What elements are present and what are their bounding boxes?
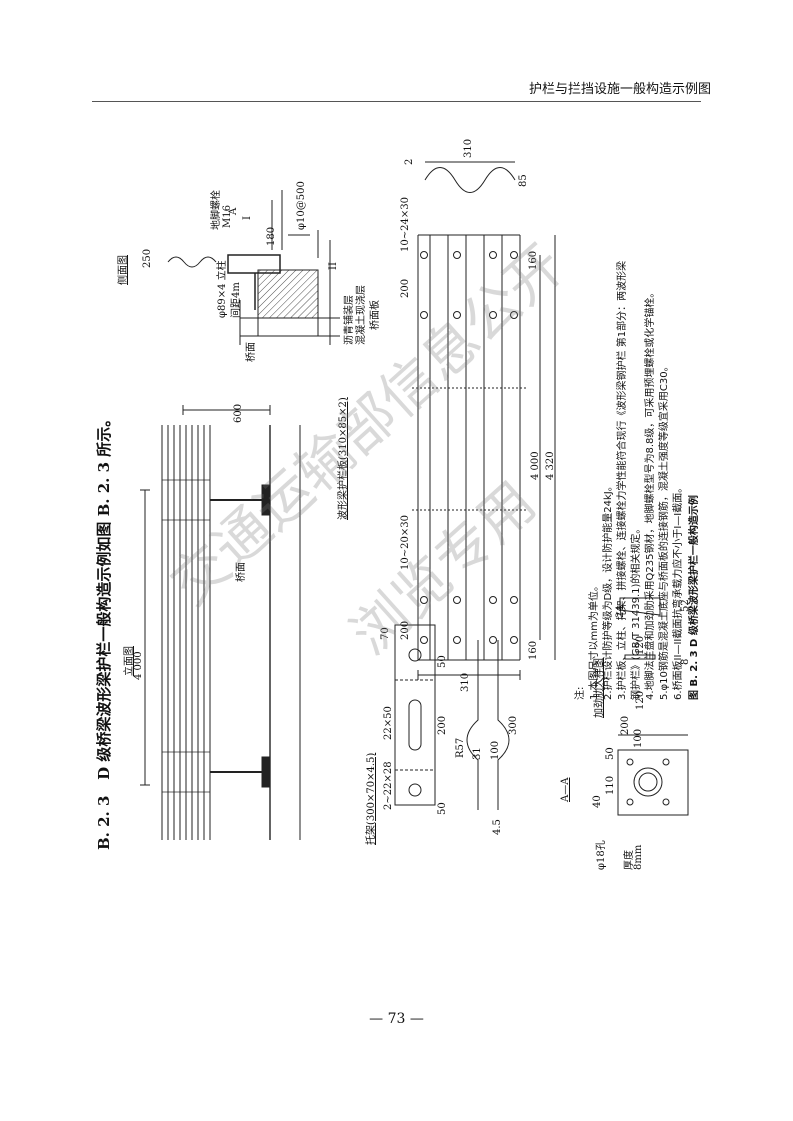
beam-thickness: 2 bbox=[404, 158, 415, 165]
beam-len1: 4 000 bbox=[530, 451, 541, 480]
beam-end-dim-top: 160 bbox=[528, 250, 539, 270]
side-sec-2: II bbox=[328, 262, 339, 270]
bracket-t45: 4.5 bbox=[492, 819, 503, 835]
side-dim-180: 180 bbox=[266, 226, 277, 246]
side-ground: 桥面 bbox=[246, 342, 257, 362]
notes-block: 注: 1.本图尺寸以mm为单位。 2.护栏设计防护等级为D级，设计防护能量24k… bbox=[574, 261, 702, 700]
bracket-d31: 31 bbox=[472, 747, 483, 760]
bracket-r57: R57 bbox=[455, 737, 466, 758]
elevation-post-gap: 600 bbox=[233, 403, 244, 423]
notes-title: 注: bbox=[575, 686, 586, 700]
bracket-h100: 100 bbox=[490, 740, 501, 760]
header-rule bbox=[92, 101, 701, 102]
side-view-title: 侧面图 bbox=[118, 255, 129, 285]
beam-hole-gap-top: 200 bbox=[400, 278, 411, 298]
beam-slot2: 10~20×30 bbox=[400, 515, 411, 570]
section-aa-d100: 100 bbox=[633, 728, 644, 748]
note-2: 2.护栏设计防护等级为D级，设计防护能量24kJ。 bbox=[603, 481, 614, 700]
section-aa-d200: 200 bbox=[620, 715, 631, 735]
side-rebar: φ10@500 bbox=[296, 181, 307, 230]
beam-plate bbox=[412, 161, 556, 680]
beam-width-top: 310 bbox=[463, 138, 474, 158]
beam-label: 波形梁护栏板(310×85×2) bbox=[338, 397, 349, 520]
bracket-label: 托架(300×70×4.5) bbox=[366, 752, 377, 845]
section-aa-d110: 110 bbox=[605, 775, 616, 795]
side-view bbox=[167, 190, 340, 345]
side-spacing: 间距4m bbox=[231, 282, 242, 318]
bracket-d200: 200 bbox=[437, 715, 448, 735]
section-aa bbox=[617, 734, 689, 816]
elevation-view bbox=[140, 405, 301, 840]
note-6: 6.桥面板II—II截面抗弯承载力应不小于I—I截面。 bbox=[673, 482, 684, 700]
figure-caption: 图 B. 2. 3 D 级桥梁波形梁护栏一般构造示例 bbox=[689, 495, 700, 700]
note-3-cont: 钢护栏》(GB/T 31439.1)的相关规定。 bbox=[631, 523, 642, 700]
side-sec-1: I bbox=[242, 216, 253, 220]
elevation-span-dim: 4 000 bbox=[133, 651, 144, 680]
beam-slot: 10~24×30 bbox=[400, 197, 411, 252]
section-aa-mm: 8mm bbox=[633, 844, 644, 870]
section-aa-d50: 50 bbox=[605, 747, 616, 760]
side-deck: 桥面板 bbox=[370, 300, 381, 330]
bracket-width: 70 bbox=[380, 627, 391, 640]
side-dim-250: 250 bbox=[142, 248, 153, 268]
beam-width-bottom: 310 bbox=[460, 672, 471, 692]
running-header: 护栏与拦挡设施一般构造示例图 bbox=[529, 82, 712, 97]
beam-len2: 4 320 bbox=[545, 451, 556, 480]
beam-holes bbox=[420, 251, 518, 644]
note-3: 3.护栏板、立柱、托架、拼接螺栓、连接螺栓力学性能符合现行《波形梁钢护栏 第1部… bbox=[617, 260, 628, 700]
beam-hole-gap-bottom: 200 bbox=[400, 620, 411, 640]
page-number: — 73 — bbox=[369, 1011, 424, 1027]
bracket bbox=[394, 624, 510, 810]
elevation-ground: 桥面 bbox=[236, 562, 247, 582]
side-anchor-bolt: 地脚螺栓 bbox=[211, 190, 222, 230]
bracket-d50a: 50 bbox=[437, 655, 448, 668]
note-4: 4.地脚法兰盘和加劲肋采用Q235钢材，地脚螺栓型号为8.8级，可采用预埋螺栓或… bbox=[645, 287, 656, 700]
side-post: φ89×4 立柱 bbox=[217, 260, 228, 318]
bracket-h300: 300 bbox=[508, 715, 519, 735]
note-1: 1.本图尺寸以mm为单位。 bbox=[589, 580, 600, 700]
side-sec-a: A bbox=[228, 207, 239, 215]
side-concrete: 混凝土现浇层 bbox=[356, 285, 367, 345]
section-aa-d40: 40 bbox=[592, 795, 603, 808]
beam-height: 85 bbox=[518, 174, 529, 187]
beam-end-dim-bottom: 160 bbox=[528, 640, 539, 660]
bracket-holes: 2~22×28 bbox=[383, 761, 394, 810]
section-aa-hole: φ18孔 bbox=[596, 840, 607, 870]
bracket-d50b: 50 bbox=[437, 802, 448, 815]
note-5: 5.φ10钢筋是混凝土底座与桥面板的连接钢筋，混凝土强度等级宜采用C30。 bbox=[659, 361, 670, 700]
rib-detail bbox=[619, 597, 661, 660]
bracket-slot: 22×50 bbox=[383, 706, 394, 740]
section-aa-title: A—A bbox=[560, 777, 571, 802]
